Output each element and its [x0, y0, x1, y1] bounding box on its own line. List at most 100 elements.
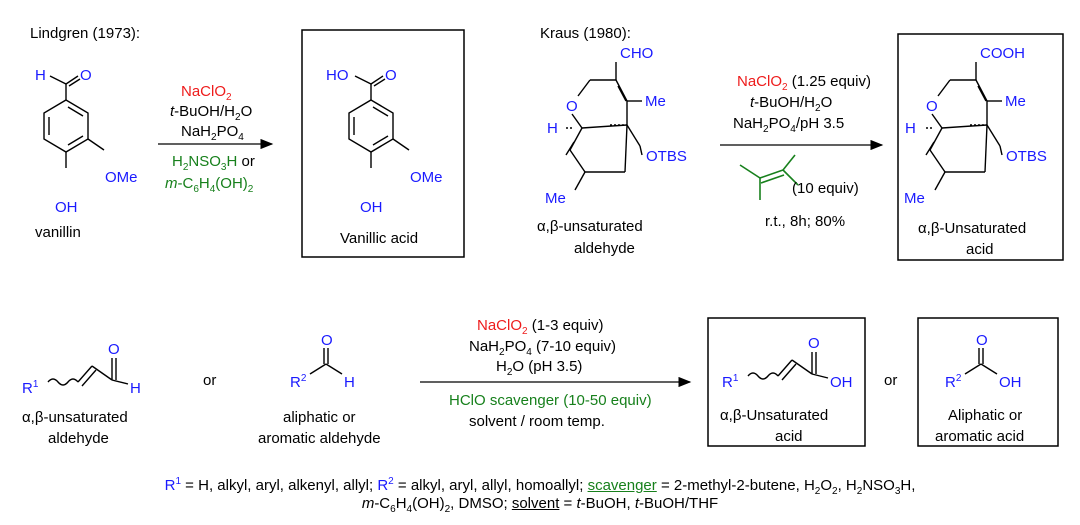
- vanillic-acid-structure: [348, 75, 410, 168]
- lindgren-reagent-solvent: t-BuOH/H2O: [170, 103, 252, 123]
- footer-scavenger-text: = 2-methyl-2-butene, H: [656, 477, 815, 494]
- footer-l2-sub-2: 4: [406, 504, 413, 515]
- lindgren-reagent-buffer: NaH2PO4: [181, 123, 244, 143]
- vanillin-ome: OMe: [105, 169, 138, 186]
- footer-sub-2: 2: [832, 486, 838, 497]
- vanillic-acid-name: Vanillic acid: [340, 230, 418, 247]
- footer-l2-c: (OH): [412, 495, 445, 512]
- kraus-scavenger-equiv: (10 equiv): [792, 180, 859, 197]
- kraus-conditions: r.t., 8h; 80%: [765, 213, 845, 230]
- unsaturated-aldehyde-structure: [47, 358, 129, 387]
- general-r2-o: O: [321, 332, 333, 349]
- kraus-o: O: [566, 98, 578, 115]
- kraus-acid-name-2: acid: [966, 241, 994, 258]
- lindgren-citation: Lindgren (1973):: [30, 25, 140, 42]
- footer-l2-sub-3: 2: [444, 504, 451, 515]
- footer-text-1: O: [820, 477, 833, 494]
- footer-r2-text: = alkyl, aryl, allyl, homoallyl;: [393, 477, 588, 494]
- vanillin-oh: OH: [55, 199, 78, 216]
- footer-solvent-label: solvent: [511, 495, 560, 512]
- footer-text-4: H,: [900, 477, 916, 494]
- general-or-2: or: [884, 372, 897, 389]
- general-reagent-water: H2O (pH 3.5): [496, 358, 582, 378]
- footer-m-italic: m: [361, 495, 375, 512]
- kraus-acid-cooh: COOH: [980, 45, 1025, 62]
- kraus-me2: Me: [545, 190, 566, 207]
- general-unsat-name-1: α,β-unsaturated: [22, 409, 128, 426]
- footer-scavenger-label: scavenger: [587, 477, 657, 494]
- general-aliph-name-1: aliphatic or: [283, 409, 356, 426]
- methylbutene-structure: [739, 154, 799, 200]
- footer-l2-e: = t-BuOH, t-BuOH/THF: [559, 495, 719, 512]
- aliphatic-acid-o: O: [976, 332, 988, 349]
- footer-l2-sub-1: 6: [390, 504, 396, 515]
- footer-sub-4: 3: [894, 486, 901, 497]
- kraus-aldehyde-name-2: aldehyde: [574, 240, 635, 257]
- kraus-me: Me: [645, 93, 666, 110]
- footer-line-1: R1 = H, alkyl, aryl, alkenyl, allyl; R2 …: [0, 472, 1080, 502]
- footer-text-2: , H: [837, 477, 857, 494]
- lindgren-scavenger-1: H2NSO3H or: [172, 153, 255, 173]
- kraus-aldehyde-name-1: α,β-unsaturated: [537, 218, 643, 235]
- general-r1: R1: [22, 379, 39, 397]
- vanillin-o: O: [80, 67, 92, 84]
- aliphatic-aldehyde-structure: [309, 348, 343, 375]
- reaction-scheme: Lindgren (1973): H O OMe OH vanillin NaC…: [22, 25, 1064, 447]
- kraus-acid-h: H: [905, 120, 916, 137]
- vanillin-structure: [43, 75, 105, 168]
- footer-r2: R: [377, 477, 389, 494]
- kraus-acid-structure: [924, 62, 1003, 191]
- aliphatic-acid-oh: OH: [999, 374, 1022, 391]
- general-r1-o: O: [108, 341, 120, 358]
- footer-r1-sup: 1: [175, 476, 182, 487]
- general-r2: R2: [290, 373, 307, 391]
- general-unsat-name-2: aldehyde: [48, 430, 109, 447]
- unsat-acid-oh: OH: [830, 374, 853, 391]
- vanillin-h: H: [35, 67, 46, 84]
- kraus-otbs: OTBS: [646, 148, 687, 165]
- kraus-h: H: [547, 120, 558, 137]
- aliphatic-acid-name-1: Aliphatic or: [948, 407, 1022, 424]
- footer-r1: R: [164, 477, 176, 494]
- aliphatic-acid-box: [917, 317, 1059, 447]
- aliphatic-acid-r2: R2: [945, 373, 962, 391]
- vanillic-acid-oh: OH: [360, 199, 383, 216]
- kraus-acid-otbs: OTBS: [1006, 148, 1047, 165]
- kraus-acid-o: O: [926, 98, 938, 115]
- unsat-acid-name-1: α,β-Unsaturated: [720, 407, 828, 424]
- kraus-product-box: [897, 33, 1064, 261]
- kraus-reagent-solvent: t-BuOH/H2O: [750, 94, 832, 114]
- general-r2-h: H: [344, 374, 355, 391]
- lindgren-scavenger-2: m-C6H4(OH)2: [165, 175, 254, 195]
- footer-c: -C: [374, 495, 391, 512]
- general-reagent-buffer: NaH2PO4 (7-10 equiv): [469, 338, 616, 358]
- aliphatic-acid-name-2: aromatic acid: [935, 428, 1024, 445]
- general-or-1: or: [203, 372, 216, 389]
- footer-r1-text: = H, alkyl, aryl, alkenyl, allyl;: [181, 477, 378, 494]
- kraus-acid-me2: Me: [904, 190, 925, 207]
- footer-text-3: NSO: [862, 477, 895, 494]
- unsat-acid-r1: R1: [722, 373, 739, 391]
- footer-sub-1: 2: [814, 486, 821, 497]
- vanillic-acid-box: [301, 29, 465, 258]
- aliphatic-acid-structure: [964, 348, 998, 375]
- vanillic-acid-ho: HO: [326, 67, 349, 84]
- kraus-citation: Kraus (1980):: [540, 25, 631, 42]
- vanillic-acid-o: O: [385, 67, 397, 84]
- footer-sub-3: 2: [856, 486, 863, 497]
- vanillic-acid-ome: OMe: [410, 169, 443, 186]
- unsat-acid-structure: [747, 352, 829, 381]
- general-reagent-naclo2: NaClO2 (1-3 equiv): [477, 317, 603, 337]
- unsat-acid-o: O: [808, 335, 820, 352]
- kraus-aldehyde-structure: [564, 62, 643, 191]
- lindgren-reagent-naclo2: NaClO2: [181, 83, 232, 103]
- vanillin-name: vanillin: [35, 224, 81, 241]
- footer-l2-b: H: [395, 495, 407, 512]
- footer-line-2: m-C6H4(OH)2, DMSO; solvent = t-BuOH, t-B…: [0, 494, 1080, 520]
- footer-l2-d: , DMSO;: [450, 495, 512, 512]
- kraus-acid-name-1: α,β-Unsaturated: [918, 220, 1026, 237]
- kraus-acid-me: Me: [1005, 93, 1026, 110]
- general-reagent-solvent: solvent / room temp.: [469, 413, 605, 430]
- kraus-reagent-buffer: NaH2PO4/pH 3.5: [733, 115, 844, 135]
- kraus-reagent-naclo2: NaClO2 (1.25 equiv): [737, 73, 871, 93]
